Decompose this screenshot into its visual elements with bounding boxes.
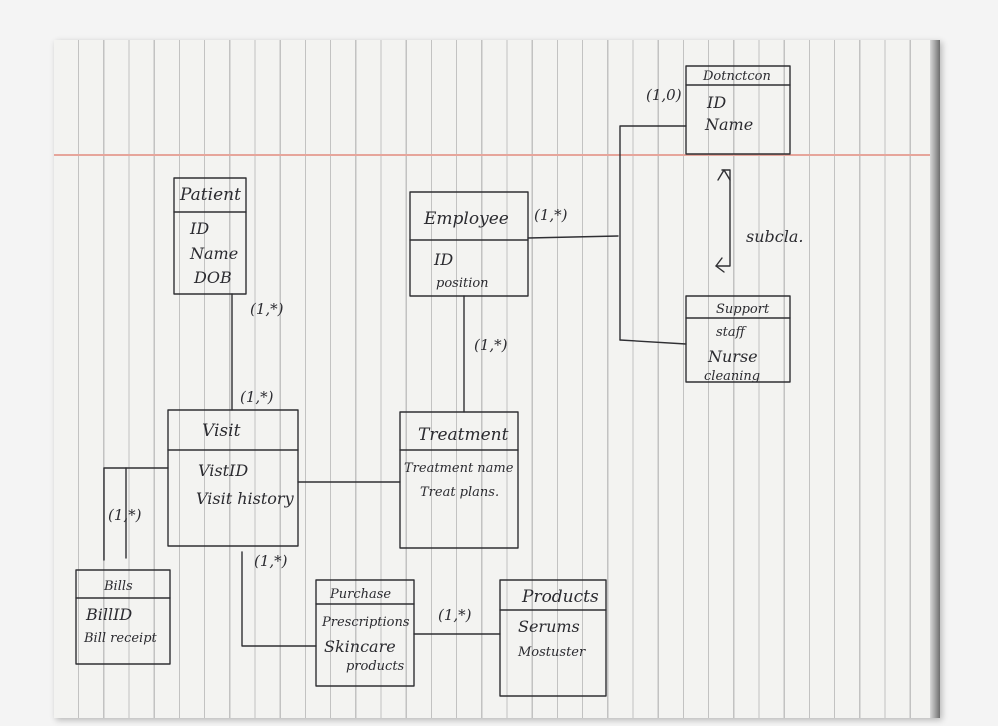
doctor-attr-id: ID (706, 93, 726, 112)
subclass-arrowhead-bottom (715, 257, 725, 273)
margin-line (54, 154, 940, 156)
patient-title: Patient (179, 185, 241, 205)
support-attr-cleaning: cleaning (704, 369, 760, 384)
patient-attr-name: Name (189, 244, 238, 263)
treatment-box (399, 411, 519, 549)
products-box (499, 579, 607, 697)
products-attr-serums: Serums (518, 617, 580, 636)
ruled-lines (54, 40, 940, 718)
products-attr-moisturiser: Mostuster (517, 645, 586, 660)
entity-treatment: Treatment Treatment name Treat plans. (399, 411, 519, 549)
patient-attr-dob: DOB (193, 268, 232, 287)
entity-employee: Employee ID position (409, 191, 529, 297)
support-box (685, 295, 791, 383)
mult-purchase-products: (1,*) (438, 606, 472, 624)
subclass-arrowhead-top (717, 169, 731, 181)
notebook-paper (54, 40, 940, 718)
employee-attr-id: ID (433, 250, 453, 269)
mult-patient: (1,*) (250, 300, 284, 318)
connector-employee-subclasses (527, 235, 619, 239)
doctor-box (685, 65, 791, 155)
doctor-title: Dotnctcon (702, 69, 771, 84)
purchase-box (315, 579, 415, 687)
patient-attr-id: ID (189, 219, 209, 238)
support-attr-nurse: Nurse (707, 347, 758, 366)
entity-purchase: Purchase Prescriptions Skincare products (315, 579, 415, 687)
employee-box (409, 191, 529, 297)
treatment-attr-name: Treatment name (404, 461, 514, 476)
entity-doctor: Dotnctcon ID Name (685, 65, 791, 155)
employee-attr-position: position (436, 276, 489, 291)
entity-patient: Patient ID Name DOB (173, 177, 247, 295)
purchase-title: Purchase (329, 587, 391, 602)
employee-title: Employee (423, 209, 509, 229)
subclass-label: subcla. (746, 227, 803, 246)
mult-employee-treatment: (1,*) (474, 336, 508, 354)
subclass-bracket (715, 169, 731, 267)
mult-employee: (1,*) (534, 206, 568, 224)
visit-attr-id: VistID (198, 461, 248, 480)
mult-visit-top: (1,*) (240, 388, 274, 406)
mult-bills: (1,*) (108, 506, 142, 524)
treatment-attr-plans: Treat plans. (420, 485, 499, 500)
purchase-attr-skincare: Skincare (324, 637, 396, 656)
connector-visit-purchase (241, 551, 317, 647)
mult-visit-purchase: (1,*) (254, 552, 288, 570)
purchase-attr-prescriptions: Prescriptions (321, 615, 410, 630)
paper-edge (930, 40, 940, 718)
mult-doctor: (1,0) (646, 86, 682, 104)
bills-attr-id: BillID (85, 605, 132, 624)
connector-visit-bills (103, 467, 169, 561)
entity-visit: Visit VistID Visit history (167, 409, 299, 547)
support-attr-staff: staff (716, 325, 748, 340)
bills-box (75, 569, 171, 665)
entity-products: Products Serums Mostuster (499, 579, 607, 697)
visit-title: Visit (202, 421, 241, 441)
patient-box (173, 177, 247, 295)
support-title: Support (716, 302, 770, 317)
connector-subclass-doctor (619, 125, 687, 341)
subclass-arrow: subcla. (715, 169, 803, 273)
entity-bills: Bills BillID Bill receipt (75, 569, 171, 665)
bills-title: Bills (103, 579, 133, 594)
products-title: Products (521, 587, 599, 607)
bills-attr-receipt: Bill receipt (83, 631, 158, 646)
doctor-attr-name: Name (704, 115, 753, 134)
visit-attr-history: Visit history (196, 489, 295, 508)
visit-box (167, 409, 299, 547)
entity-support: Support staff Nurse cleaning (685, 295, 791, 384)
purchase-attr-products: products (346, 659, 405, 674)
connector-subclass-support (619, 339, 687, 345)
treatment-title: Treatment (418, 425, 509, 445)
